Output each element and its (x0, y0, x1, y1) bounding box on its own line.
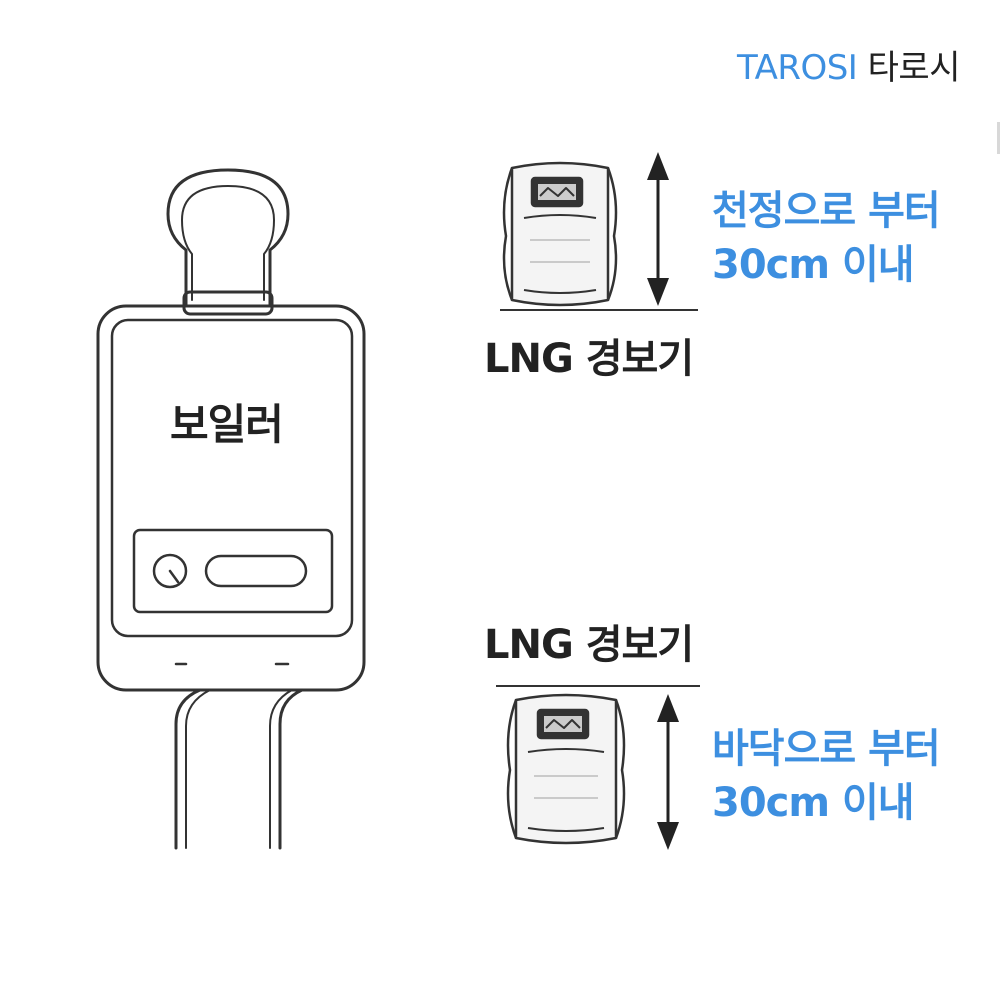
brand-name-en: TAROSI (736, 48, 858, 88)
boiler-pipe-right (278, 688, 304, 850)
boiler-control-panel (132, 528, 334, 614)
bottom-distance-text: 바닥으로 부터 30cm 이내 (712, 722, 941, 830)
boiler-body (96, 304, 366, 692)
bottom-distance-line1: 바닥으로 부터 (712, 726, 941, 772)
gas-detector-icon (502, 161, 618, 307)
gas-detector-icon (506, 693, 626, 845)
boiler-neck (182, 290, 274, 316)
double-arrow-icon (657, 694, 679, 850)
boiler-display-slot (204, 554, 308, 588)
boiler-front-panel (110, 318, 354, 638)
top-distance-text: 천정으로 부터 30cm 이내 (712, 184, 941, 292)
brand-name-ko: 타로시 (867, 48, 961, 88)
double-arrow-icon (647, 152, 669, 306)
brand-logo: TAROSI 타로시 (736, 46, 961, 90)
bottom-distance-line2: 30cm 이내 (712, 780, 915, 826)
scrollbar-hint (997, 122, 1000, 154)
top-detector-label: LNG 경보기 (484, 336, 694, 382)
bottom-detector-label: LNG 경보기 (484, 622, 694, 668)
boiler-label: 보일러 (170, 400, 284, 449)
top-distance-line2: 30cm 이내 (712, 242, 915, 288)
boiler-hanging-loop (166, 168, 290, 308)
boiler-pipe-left (174, 688, 202, 850)
dial-icon (152, 553, 188, 589)
top-distance-line1: 천정으로 부터 (712, 188, 941, 234)
